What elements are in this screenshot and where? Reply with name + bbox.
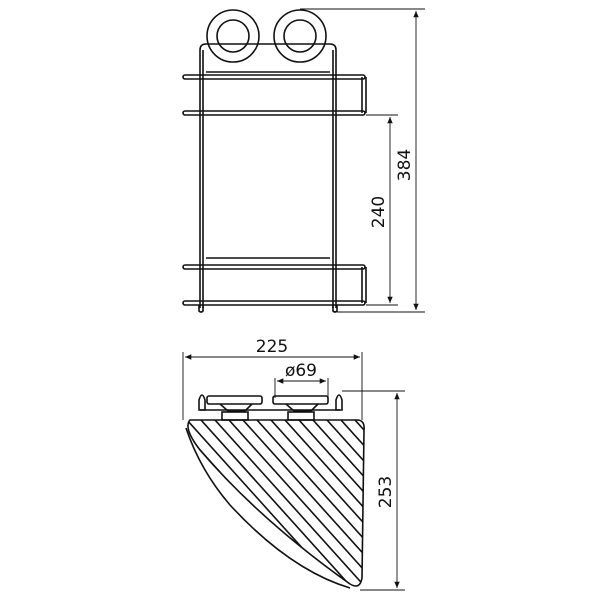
wire (331, 420, 365, 586)
top-view: 225 ø69 253 (0, 337, 600, 600)
wire (416, 410, 596, 600)
wire (402, 410, 582, 600)
wire (0, 410, 162, 600)
suction-cup-left (206, 9, 260, 63)
dimension-253: 253 (342, 390, 405, 591)
wire (303, 420, 365, 586)
wire (191, 420, 365, 586)
wire (187, 420, 191, 586)
wire (187, 420, 289, 586)
dimension-225: 225 (182, 337, 363, 420)
wire (187, 420, 317, 586)
shelf-spacing-label: 240 (369, 196, 389, 228)
front-view: 384 240 (182, 8, 425, 313)
depth-label: 253 (376, 476, 396, 508)
wire (374, 410, 554, 600)
wire (444, 410, 600, 600)
suction-cup-diameter-label: ø69 (285, 361, 317, 381)
wire (345, 420, 365, 586)
dimension-240: 240 (366, 114, 398, 306)
wire (187, 420, 205, 586)
wire (187, 420, 331, 586)
basket-outline (0, 410, 600, 600)
wire (187, 420, 275, 586)
wire (317, 420, 365, 586)
wire-hatching (0, 410, 600, 600)
wire (187, 420, 261, 586)
wire (205, 420, 365, 586)
wire (187, 420, 345, 586)
dimension-diameter-69: ø69 (274, 361, 329, 398)
wire (261, 420, 365, 586)
wire (233, 420, 365, 586)
width-label: 225 (256, 337, 288, 357)
wire (187, 420, 233, 586)
overall-height-label: 384 (395, 149, 415, 181)
wire (0, 410, 176, 600)
wire (289, 420, 365, 586)
wire (187, 420, 247, 586)
suction-cup-right (273, 9, 327, 63)
top-shelf (182, 74, 367, 116)
wire (247, 420, 365, 586)
wire (187, 420, 219, 586)
suction-cups-top (198, 394, 343, 421)
wire (430, 410, 600, 600)
wire (219, 420, 365, 586)
wire (388, 410, 568, 600)
dimension-384: 384 (300, 8, 425, 313)
wire (187, 420, 359, 586)
bottom-shelf (182, 264, 367, 313)
wire (275, 420, 365, 586)
wire (187, 420, 303, 586)
